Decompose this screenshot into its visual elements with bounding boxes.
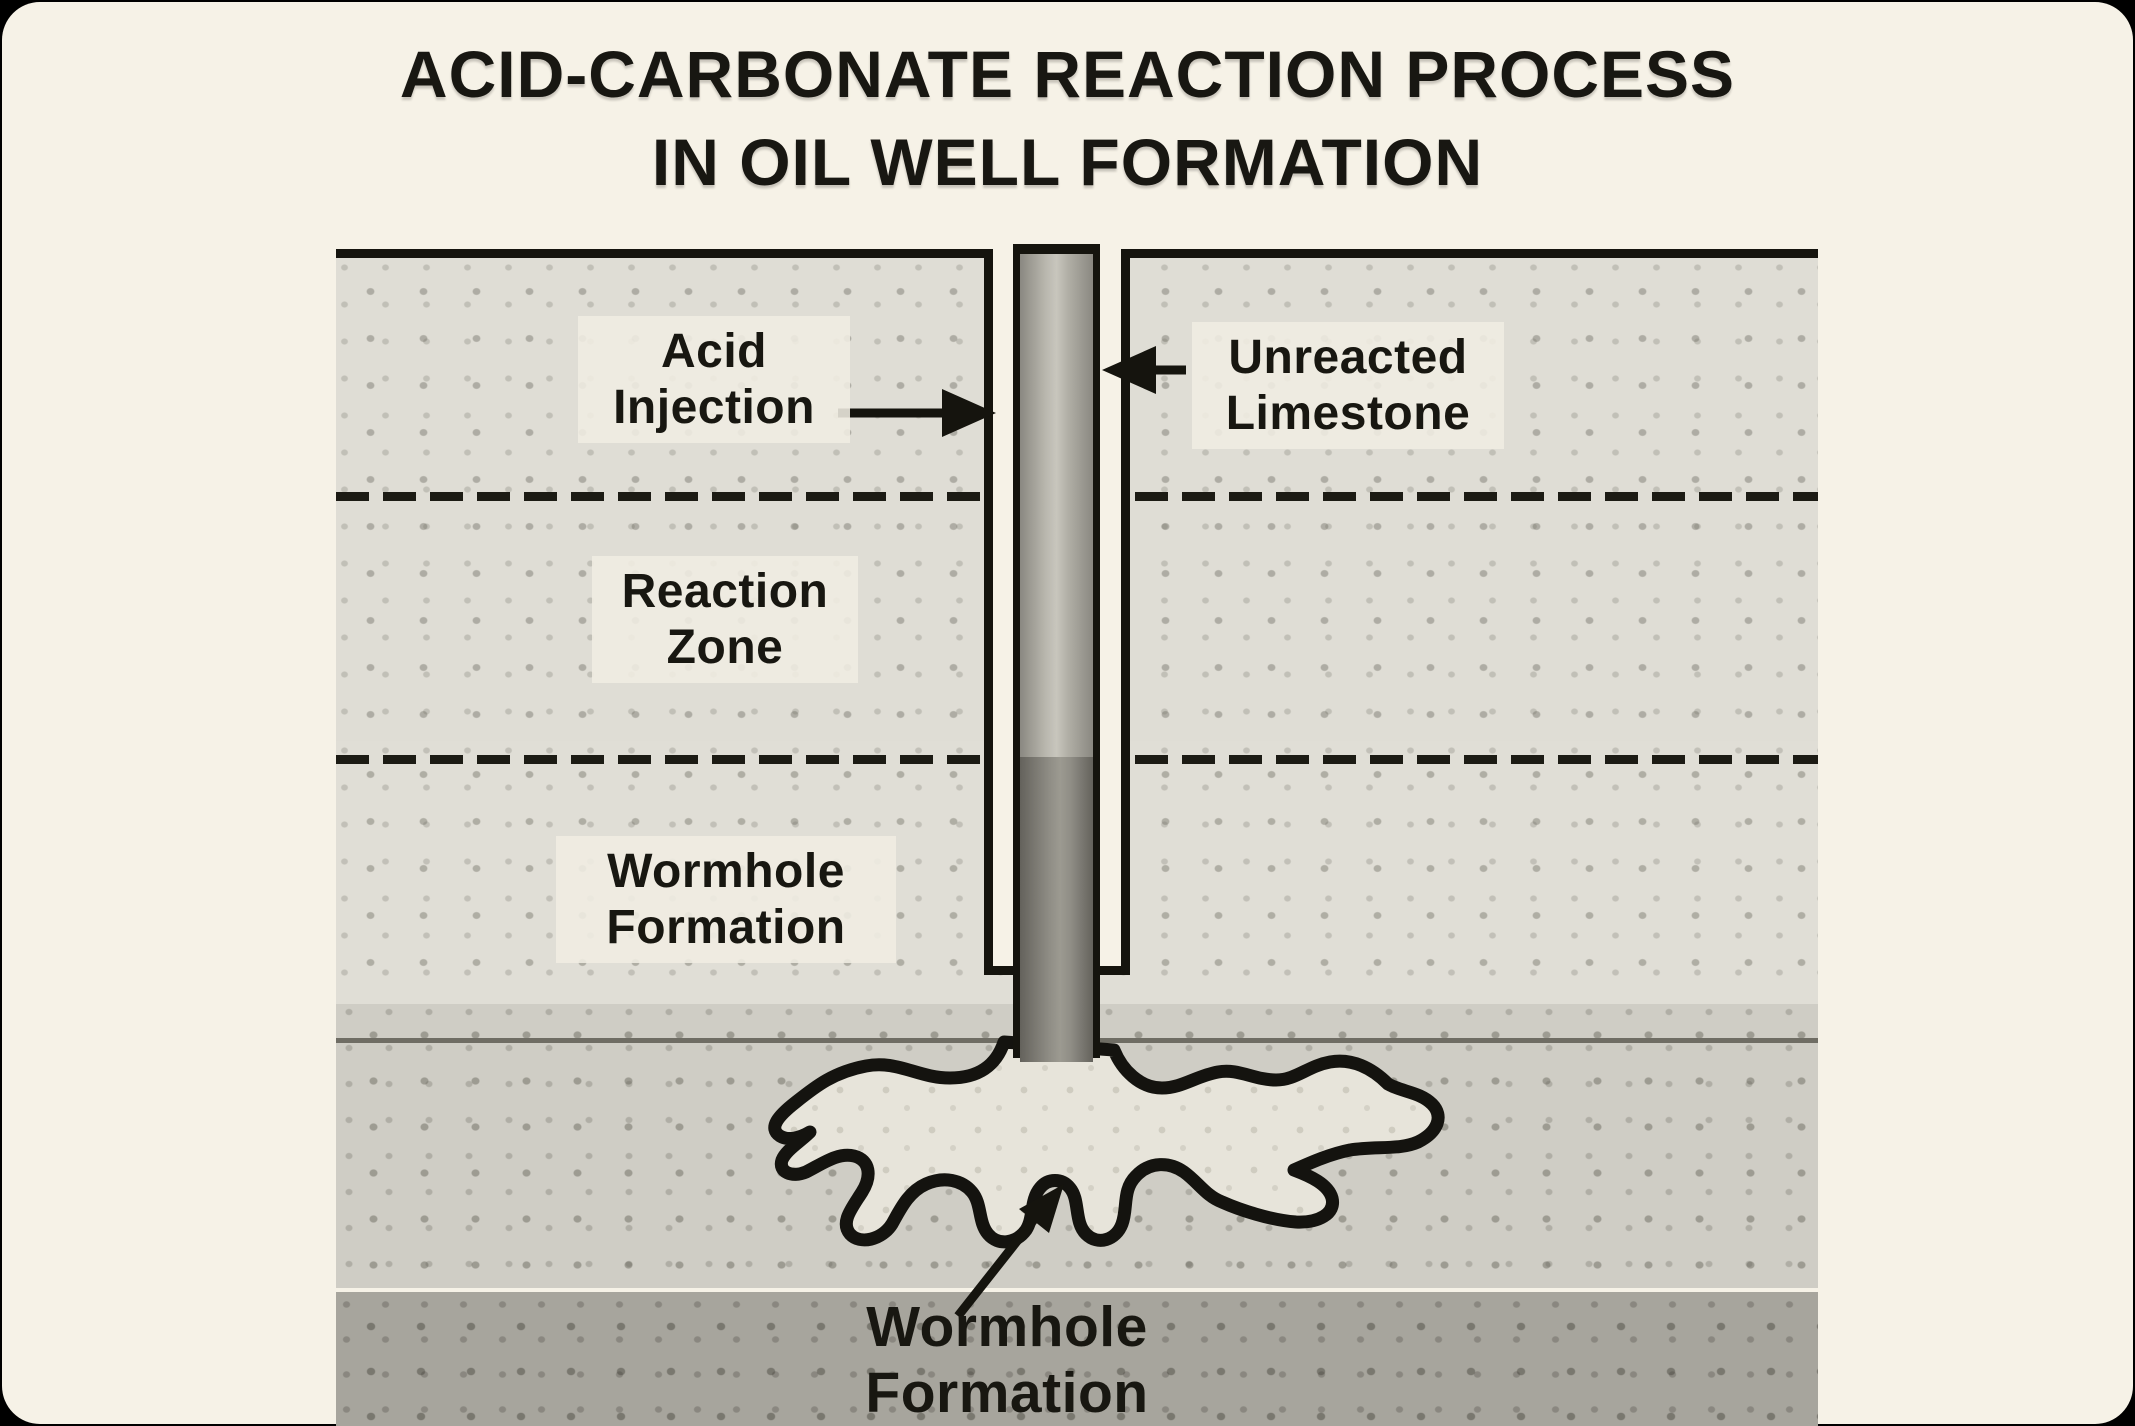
tubing-left-wall (1013, 246, 1020, 1058)
label-unreacted-limestone-line1: Unreacted (1228, 331, 1468, 384)
casing-shoe-left (984, 966, 1022, 975)
label-unreacted-limestone-line2: Limestone (1225, 386, 1471, 440)
label-acid-injection: Acid Injection (578, 316, 850, 444)
label-reaction-zone-line2: Zone (666, 620, 784, 674)
label-wormhole-zone: Wormhole Formation (556, 836, 896, 964)
basal-dark-layer (336, 1292, 1818, 1426)
label-reaction-zone: Reaction Zone (592, 556, 858, 684)
casing-shoe-right (1092, 966, 1130, 975)
label-wormhole-caption: Wormhole Formation (865, 1295, 1149, 1425)
label-acid-injection-line1: Acid (660, 325, 767, 378)
tubing-right-wall (1093, 246, 1100, 1058)
tubing-acid-column (1020, 254, 1093, 757)
tubing-top-cap (1013, 244, 1100, 254)
title-line-2: IN OIL WELL FORMATION (651, 125, 1484, 200)
label-wormhole-zone-line2: Formation (606, 900, 846, 954)
title-line-1: ACID-CARBONATE REACTION PROCESS (399, 37, 1736, 111)
label-wormhole-zone-line1: Wormhole (607, 845, 845, 898)
casing-left-wall (984, 249, 993, 975)
page-title: ACID-CARBONATE REACTION PROCESS IN OIL W… (0, 30, 2135, 207)
tubing-spent-acid-column (1020, 757, 1093, 1062)
casing-right-wall (1121, 249, 1130, 975)
label-acid-injection-line2: Injection (613, 380, 815, 434)
label-unreacted-limestone: Unreacted Limestone (1192, 322, 1504, 450)
label-reaction-zone-line1: Reaction (621, 565, 829, 618)
